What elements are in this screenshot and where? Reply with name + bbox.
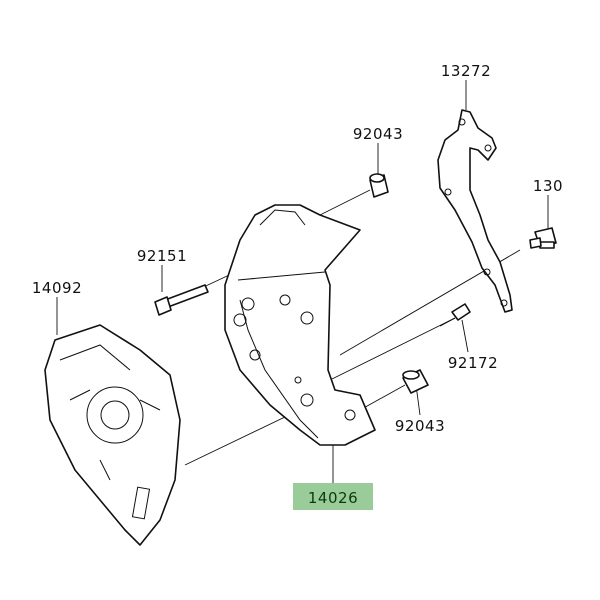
part-label-130[interactable]: 130	[533, 177, 563, 195]
part-label-92172[interactable]: 92172	[448, 354, 498, 372]
gasket-13272[interactable]	[437, 109, 513, 313]
collar-bottom-92043[interactable]	[402, 369, 429, 394]
part-label-92043-bottom[interactable]: 92043	[395, 417, 445, 435]
sprocket-cover-14092[interactable]	[44, 324, 181, 546]
part-label-92043-top[interactable]: 92043	[353, 125, 403, 143]
bolt-92151[interactable]	[154, 284, 209, 316]
part-label-13272[interactable]: 13272	[441, 62, 491, 80]
collar-top-92043[interactable]	[369, 173, 389, 198]
part-label-92151[interactable]: 92151	[137, 247, 187, 265]
bolt-92172[interactable]	[439, 303, 471, 327]
cover-bracket-14026[interactable]	[224, 204, 376, 446]
part-label-14092[interactable]: 14092	[32, 279, 82, 297]
highlight-box	[293, 483, 373, 510]
bolt-130[interactable]	[529, 227, 557, 249]
part-label-14026[interactable]: 14026	[308, 489, 358, 507]
